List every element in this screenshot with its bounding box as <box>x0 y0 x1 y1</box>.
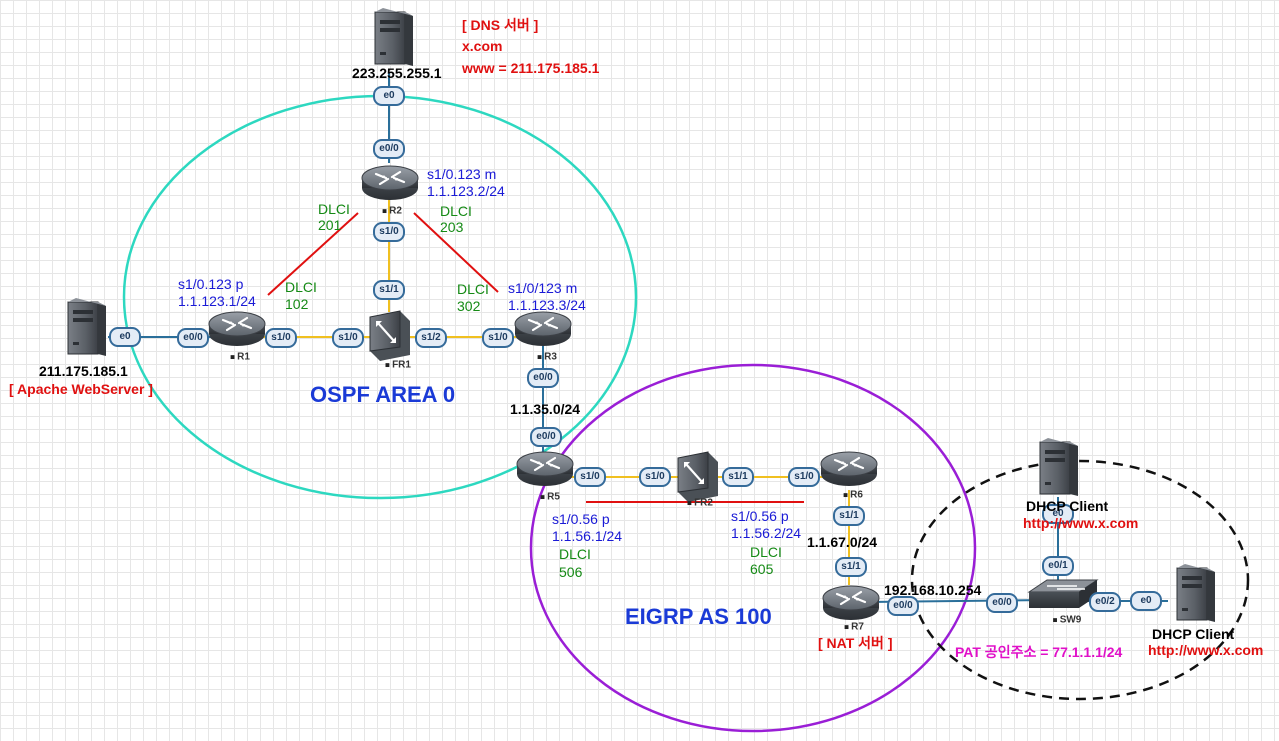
dlci-203-value: 203 <box>440 219 464 235</box>
iface-web-e0[interactable]: e0 <box>109 327 141 347</box>
dhcp-client-2-title: DHCP Client <box>1152 626 1235 642</box>
network-1-1-35: 1.1.35.0/24 <box>510 401 581 417</box>
switch-sw9-icon[interactable] <box>1028 579 1098 609</box>
iface-r1-s1-0[interactable]: s1/0 <box>265 328 297 348</box>
iface-sw9-e0-1[interactable]: e0/1 <box>1042 556 1074 576</box>
dns-record: www = 211.175.185.1 <box>462 60 600 76</box>
iface-sw9-e0-2[interactable]: e0/2 <box>1089 592 1121 612</box>
dhcp-client-2-icon[interactable] <box>1176 563 1216 623</box>
dlci-302-label: DLCI <box>457 281 489 297</box>
web-server-icon[interactable] <box>67 297 107 357</box>
iface-r6-s1-1[interactable]: s1/1 <box>833 506 865 526</box>
dns-server-title: [ DNS 서버 ] <box>462 17 539 33</box>
dlci-201-value: 201 <box>318 217 342 233</box>
pvc-r2-r3 <box>413 212 499 293</box>
iface-r3-s1-0[interactable]: s1/0 <box>482 328 514 348</box>
router-r7-icon[interactable] <box>821 584 881 622</box>
r1-ip: 1.1.123.1/24 <box>178 293 256 309</box>
iface-r7-s1-1[interactable]: s1/1 <box>835 557 867 577</box>
device-name-r5: R5 <box>540 492 560 503</box>
nat-lan-boundary <box>910 459 1250 701</box>
iface-fr1-s1-1[interactable]: s1/1 <box>373 280 405 300</box>
iface-fr1-s1-2[interactable]: s1/2 <box>415 328 447 348</box>
iface-r2-e0-0[interactable]: e0/0 <box>373 139 405 159</box>
iface-client2-e0[interactable]: e0 <box>1130 591 1162 611</box>
dns-server-icon[interactable] <box>374 7 414 67</box>
web-server-label: [ Apache WebServer ] <box>9 381 153 397</box>
lan-gateway-ip: 192.168.10.254 <box>884 582 982 598</box>
iface-dns-e0[interactable]: e0 <box>373 86 405 106</box>
frame-relay-fr1-icon[interactable] <box>368 309 412 363</box>
dlci-605-value: 605 <box>750 561 774 577</box>
iface-client1-e0[interactable]: e0 <box>1042 504 1074 524</box>
dhcp-client-1-icon[interactable] <box>1039 437 1079 497</box>
router-r6-icon[interactable] <box>819 450 879 488</box>
iface-fr2-s1-1[interactable]: s1/1 <box>722 467 754 487</box>
r6-ip: 1.1.56.2/24 <box>731 525 802 541</box>
device-name-fr2: FR2 <box>687 498 713 509</box>
dlci-506-label: DLCI <box>559 546 591 562</box>
router-r2-icon[interactable] <box>360 164 420 202</box>
r1-subinterface: s1/0.123 p <box>178 276 244 292</box>
device-name-r2: R2 <box>382 206 402 217</box>
dlci-506-value: 506 <box>559 564 583 580</box>
iface-r2-s1-0[interactable]: s1/0 <box>373 222 405 242</box>
pat-address-label: PAT 공인주소 = 77.1.1.1/24 <box>955 644 1123 660</box>
dhcp-client-1-url: http://www.x.com <box>1023 515 1139 531</box>
dhcp-client-1-title: DHCP Client <box>1026 498 1109 514</box>
iface-fr1-s1-0[interactable]: s1/0 <box>332 328 364 348</box>
web-server-ip: 211.175.185.1 <box>39 363 128 379</box>
r2-ip: 1.1.123.2/24 <box>427 183 505 199</box>
iface-r1-e0-0[interactable]: e0/0 <box>177 328 209 348</box>
iface-fr2-s1-0[interactable]: s1/0 <box>639 467 671 487</box>
r2-subinterface: s1/0.123 m <box>427 166 497 182</box>
device-name-r1: R1 <box>230 352 250 363</box>
router-r3-icon[interactable] <box>513 310 573 348</box>
iface-r3-e0-0[interactable]: e0/0 <box>527 368 559 388</box>
device-name-r6: R6 <box>843 490 863 501</box>
iface-sw9-e0-0[interactable]: e0/0 <box>986 593 1018 613</box>
ospf-area-title: OSPF AREA 0 <box>310 382 456 407</box>
dlci-203-label: DLCI <box>440 203 472 219</box>
nat-server-label: [ NAT 서버 ] <box>818 635 893 651</box>
iface-r7-e0-0[interactable]: e0/0 <box>887 596 919 616</box>
dlci-102-value: 102 <box>285 296 309 312</box>
r6-subinterface: s1/0.56 p <box>731 508 789 524</box>
dhcp-client-2-url: http://www.x.com <box>1148 642 1264 658</box>
router-r1-icon[interactable] <box>207 310 267 348</box>
device-name-r3: R3 <box>537 352 557 363</box>
frame-relay-fr2-icon[interactable] <box>676 450 720 504</box>
r5-subinterface: s1/0.56 p <box>552 511 610 527</box>
device-name-r7: R7 <box>844 622 864 633</box>
dlci-605-label: DLCI <box>750 544 782 560</box>
device-name-fr1: FR1 <box>385 360 411 371</box>
iface-r6-s1-0[interactable]: s1/0 <box>788 467 820 487</box>
dlci-302-value: 302 <box>457 298 481 314</box>
dns-domain: x.com <box>462 38 503 54</box>
dlci-201-label: DLCI <box>318 201 350 217</box>
r3-subinterface: s1/0/123 m <box>508 280 578 296</box>
eigrp-area-title: EIGRP AS 100 <box>625 604 772 629</box>
r5-ip: 1.1.56.1/24 <box>552 528 623 544</box>
network-1-1-67: 1.1.67.0/24 <box>807 534 878 550</box>
eigrp-area-boundary <box>529 363 977 733</box>
r3-ip: 1.1.123.3/24 <box>508 297 586 313</box>
iface-r5-e0-0[interactable]: e0/0 <box>530 427 562 447</box>
dns-server-ip: 223.255.255.1 <box>352 65 442 81</box>
iface-r5-s1-0[interactable]: s1/0 <box>574 467 606 487</box>
pvc-r2-r1 <box>267 212 359 296</box>
dlci-102-label: DLCI <box>285 279 317 295</box>
router-r5-icon[interactable] <box>515 450 575 488</box>
device-name-sw9: SW9 <box>1053 615 1082 626</box>
